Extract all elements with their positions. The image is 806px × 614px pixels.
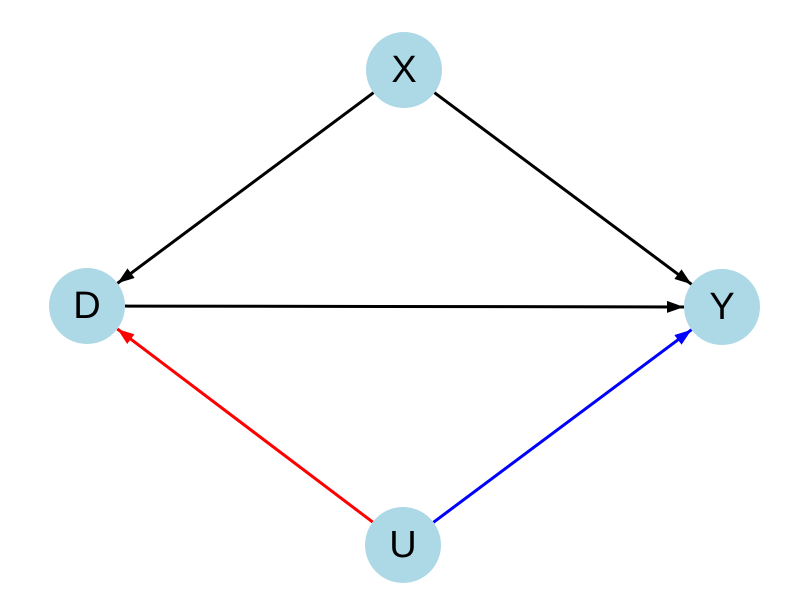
node-X-label: X (391, 49, 416, 91)
node-U-circle (365, 507, 441, 583)
node-Y-label: Y (709, 286, 734, 328)
node-U-label: U (389, 524, 416, 566)
edge-X-to-Y (433, 91, 693, 286)
edge-X-to-D (116, 91, 375, 285)
node-D-circle (49, 268, 125, 344)
node-U: U (365, 507, 441, 583)
node-X: X (366, 32, 442, 108)
node-Y: Y (684, 269, 760, 345)
node-D: D (49, 268, 125, 344)
edge-U-to-D (116, 327, 374, 524)
node-Y-circle (684, 269, 760, 345)
edge-D-to-Y (124, 300, 685, 313)
node-X-circle (366, 32, 442, 108)
edge-U-to-Y (432, 328, 693, 524)
node-D-label: D (73, 285, 100, 327)
